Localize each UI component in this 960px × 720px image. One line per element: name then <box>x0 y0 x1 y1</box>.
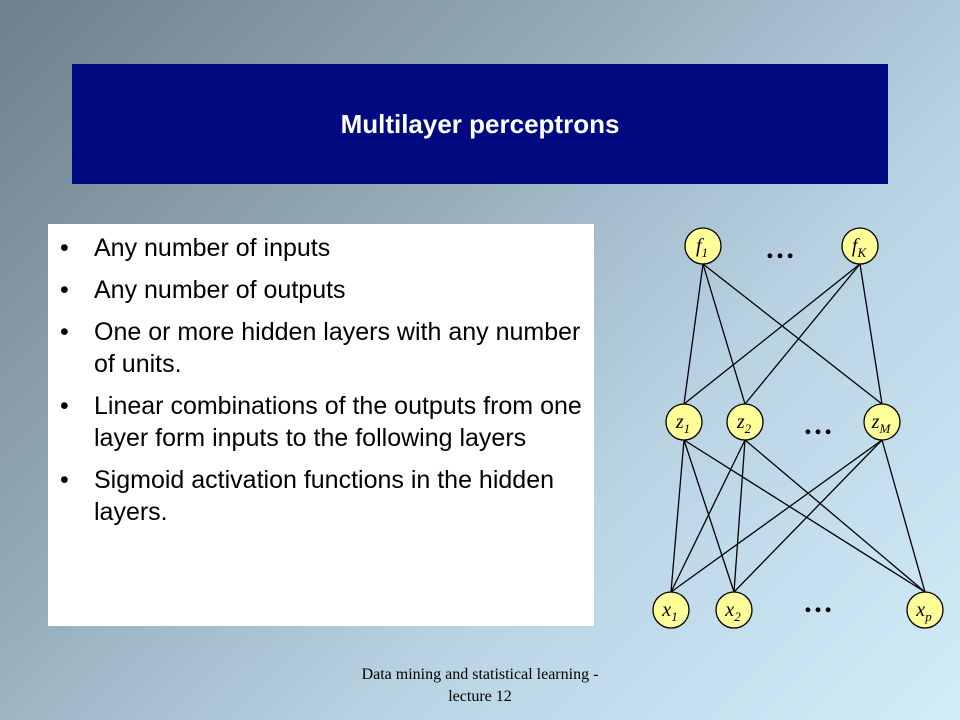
bullet-dot: • <box>60 276 69 304</box>
node-circle <box>863 403 901 441</box>
edge-f1-zM <box>702 263 883 405</box>
slide-footer: Data mining and statistical learning - l… <box>300 664 660 708</box>
node-circle <box>665 403 703 441</box>
node-z1: z1 <box>665 403 703 441</box>
bullet-item: • Any number of outputs <box>60 274 582 306</box>
bullet-item: • Any number of inputs <box>60 232 582 264</box>
edge-z1-x2 <box>683 439 735 593</box>
node-circle <box>652 591 690 629</box>
edge-f1-z2 <box>702 263 746 405</box>
bullet-text: Sigmoid activation functions in the hidd… <box>94 466 555 526</box>
node-zM: zM <box>863 403 901 441</box>
bullet-dot: • <box>60 234 69 262</box>
node-label: zM <box>871 411 892 436</box>
bullet-item: • Linear combinations of the outputs from… <box>60 390 582 454</box>
bullet-panel: • Any number of inputs • Any number of out… <box>48 224 594 626</box>
edge-zM-xp <box>881 439 926 593</box>
edge-zM-x1 <box>670 439 883 593</box>
bullet-text: Any number of outputs <box>94 276 346 304</box>
node-label: fK <box>852 235 868 260</box>
node-label: xp <box>915 599 932 624</box>
node-label: f1 <box>696 235 708 260</box>
edge-z1-xp <box>683 439 926 593</box>
node-label: z2 <box>736 411 752 436</box>
node-circle <box>684 227 722 265</box>
ellipsis-2: … <box>803 408 833 441</box>
bullet-list: • Any number of inputs • Any number of out… <box>60 232 582 528</box>
footer-line-2: lecture 12 <box>448 688 512 705</box>
title-banner: Multilayer perceptrons <box>72 64 888 184</box>
node-label: x2 <box>724 599 741 624</box>
bullet-text: One or more hidden layers with any numbe… <box>94 318 581 378</box>
node-label: z1 <box>675 411 690 436</box>
edge-fK-zM <box>859 263 883 405</box>
node-circle <box>726 403 764 441</box>
footer-line-1: Data mining and statistical learning - <box>361 666 599 683</box>
edge-z1-x1 <box>670 439 685 593</box>
node-x1: x1 <box>652 591 690 629</box>
node-x2: x2 <box>715 591 753 629</box>
bullet-dot: • <box>60 318 69 346</box>
ellipsis-1: … <box>765 232 795 265</box>
neural-network-diagram: f1 fK z1 z2 zM x1 x2 xp … … … <box>652 227 944 629</box>
node-circle <box>906 591 944 629</box>
bullet-item: • Sigmoid activation functions in the hid… <box>60 464 582 528</box>
node-circle <box>841 227 879 265</box>
bullet-text: Any number of inputs <box>94 234 331 262</box>
ellipsis-3: … <box>803 586 833 619</box>
edge-fK-z1 <box>683 263 861 405</box>
edge-f1-z1 <box>683 263 704 405</box>
bullet-dot: • <box>60 466 69 494</box>
bullet-text: Linear combinations of the outputs from … <box>94 392 582 452</box>
edge-z2-xp <box>744 439 926 593</box>
node-f1: f1 <box>684 227 722 265</box>
node-circle <box>715 591 753 629</box>
node-fK: fK <box>841 227 879 265</box>
edge-z2-x1 <box>670 439 746 593</box>
edge-fK-z2 <box>744 263 861 405</box>
node-xp: xp <box>906 591 944 629</box>
slide-title: Multilayer perceptrons <box>340 108 620 139</box>
node-z2: z2 <box>726 403 764 441</box>
bullet-item: • One or more hidden layers with any numb… <box>60 316 582 380</box>
edge-z2-x2 <box>733 439 746 593</box>
bullet-dot: • <box>60 392 69 420</box>
edge-zM-x2 <box>733 439 883 593</box>
node-label: x1 <box>661 599 677 624</box>
